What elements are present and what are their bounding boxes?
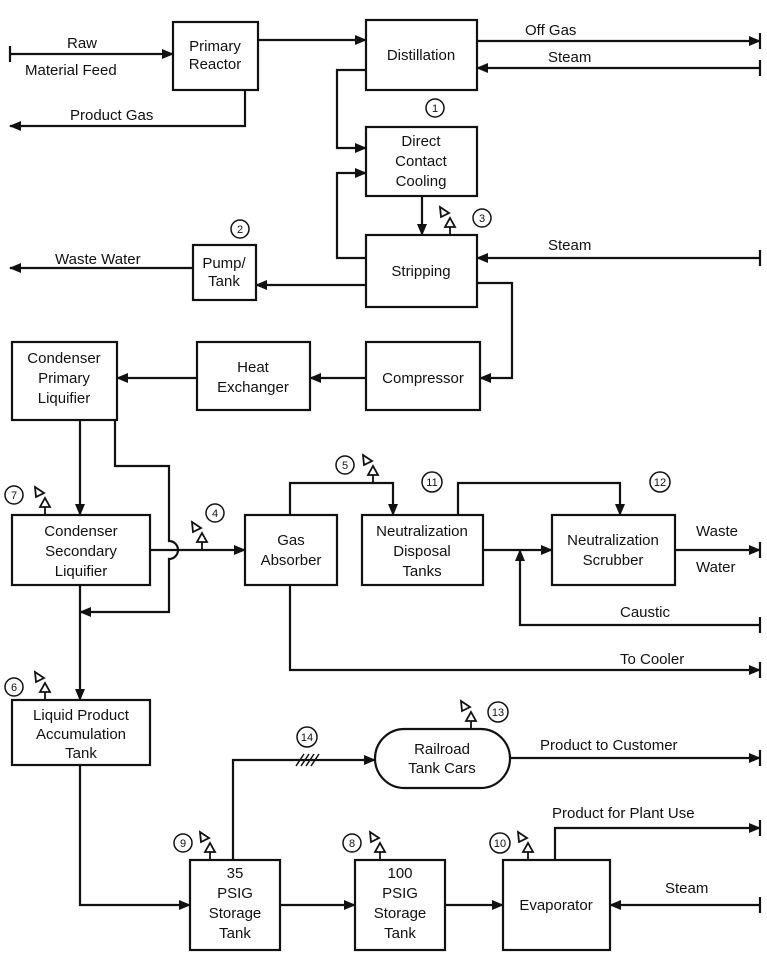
svg-text:2: 2 (237, 224, 243, 236)
relief-valve-icon (362, 454, 379, 484)
relief-valve-icon (517, 831, 534, 861)
block-distillation: Distillation (364, 18, 479, 92)
label-product-for-plant-use: Product for Plant Use (552, 805, 695, 822)
svg-text:12: 12 (654, 477, 666, 489)
svg-text:Pump/Tank: Pump/Tank (202, 255, 246, 290)
point-marker-7: 7 (4, 485, 24, 505)
block-stripping: Stripping (364, 233, 479, 309)
label-steam-evaporator: Steam (665, 880, 708, 897)
block-evaporator: Evaporator (501, 858, 612, 952)
label-off-gas: Off Gas (525, 22, 576, 39)
svg-text:14: 14 (301, 732, 313, 744)
label-raw: Raw (67, 35, 97, 52)
block-pump-tank: Pump/Tank (191, 243, 258, 302)
product-gas-line (9, 90, 247, 131)
svg-text:5: 5 (342, 460, 348, 472)
caustic-line (515, 549, 760, 627)
to-cooler-line (288, 585, 761, 675)
label-to-cooler: To Cooler (620, 651, 684, 668)
label-caustic: Caustic (620, 604, 671, 621)
point-marker-1: 1 (425, 98, 445, 118)
svg-text:Compressor: Compressor (382, 370, 464, 387)
flow-lines (8, 33, 762, 913)
relief-valve-icon (439, 206, 456, 236)
label-waste-water: Waste Water (55, 251, 141, 268)
svg-text:1: 1 (432, 103, 438, 115)
product-plant-use-line (553, 823, 761, 860)
point-marker-5: 5 (335, 455, 355, 475)
point-marker-4: 4 (205, 503, 225, 523)
label-product-to-customer: Product to Customer (540, 737, 678, 754)
svg-text:9: 9 (180, 838, 186, 850)
svg-text:Evaporator: Evaporator (519, 897, 592, 914)
svg-text:Stripping: Stripping (391, 263, 450, 280)
relief-valve-icon (460, 700, 477, 730)
svg-text:Distillation: Distillation (387, 47, 455, 64)
hatch-mark-icon (295, 753, 320, 767)
label-waste: Waste (696, 523, 738, 540)
svg-text:4: 4 (212, 508, 218, 520)
relief-valve-icon (191, 521, 208, 551)
label-steam-stripping: Steam (548, 237, 591, 254)
label-product-gas: Product Gas (70, 107, 153, 124)
point-marker-11: 11 (421, 471, 443, 493)
point-marker-8: 8 (342, 833, 362, 853)
label-water: Water (696, 559, 735, 576)
relief-valve-icon (199, 831, 216, 861)
point-marker-10: 10 (489, 832, 511, 854)
relief-valve-icon (369, 831, 386, 861)
point-marker-3: 3 (472, 208, 492, 228)
svg-text:11: 11 (426, 477, 437, 489)
svg-text:10: 10 (494, 838, 506, 850)
relief-valve-icon (34, 671, 51, 701)
svg-text:8: 8 (349, 838, 355, 850)
relief-valve-icon (34, 486, 51, 516)
point-marker-9: 9 (173, 833, 193, 853)
svg-text:7: 7 (11, 490, 17, 502)
point-marker-2: 2 (230, 219, 250, 239)
label-steam-distillation: Steam (548, 49, 591, 66)
svg-text:13: 13 (492, 707, 504, 719)
point-marker-12: 12 (649, 471, 671, 493)
point-marker-6: 6 (4, 677, 24, 697)
svg-text:6: 6 (11, 682, 17, 694)
svg-text:3: 3 (479, 213, 485, 225)
label-material-feed: Material Feed (25, 62, 117, 79)
block-compressor: Compressor (364, 340, 482, 412)
point-marker-13: 13 (487, 701, 509, 723)
point-marker-14: 14 (296, 726, 318, 748)
